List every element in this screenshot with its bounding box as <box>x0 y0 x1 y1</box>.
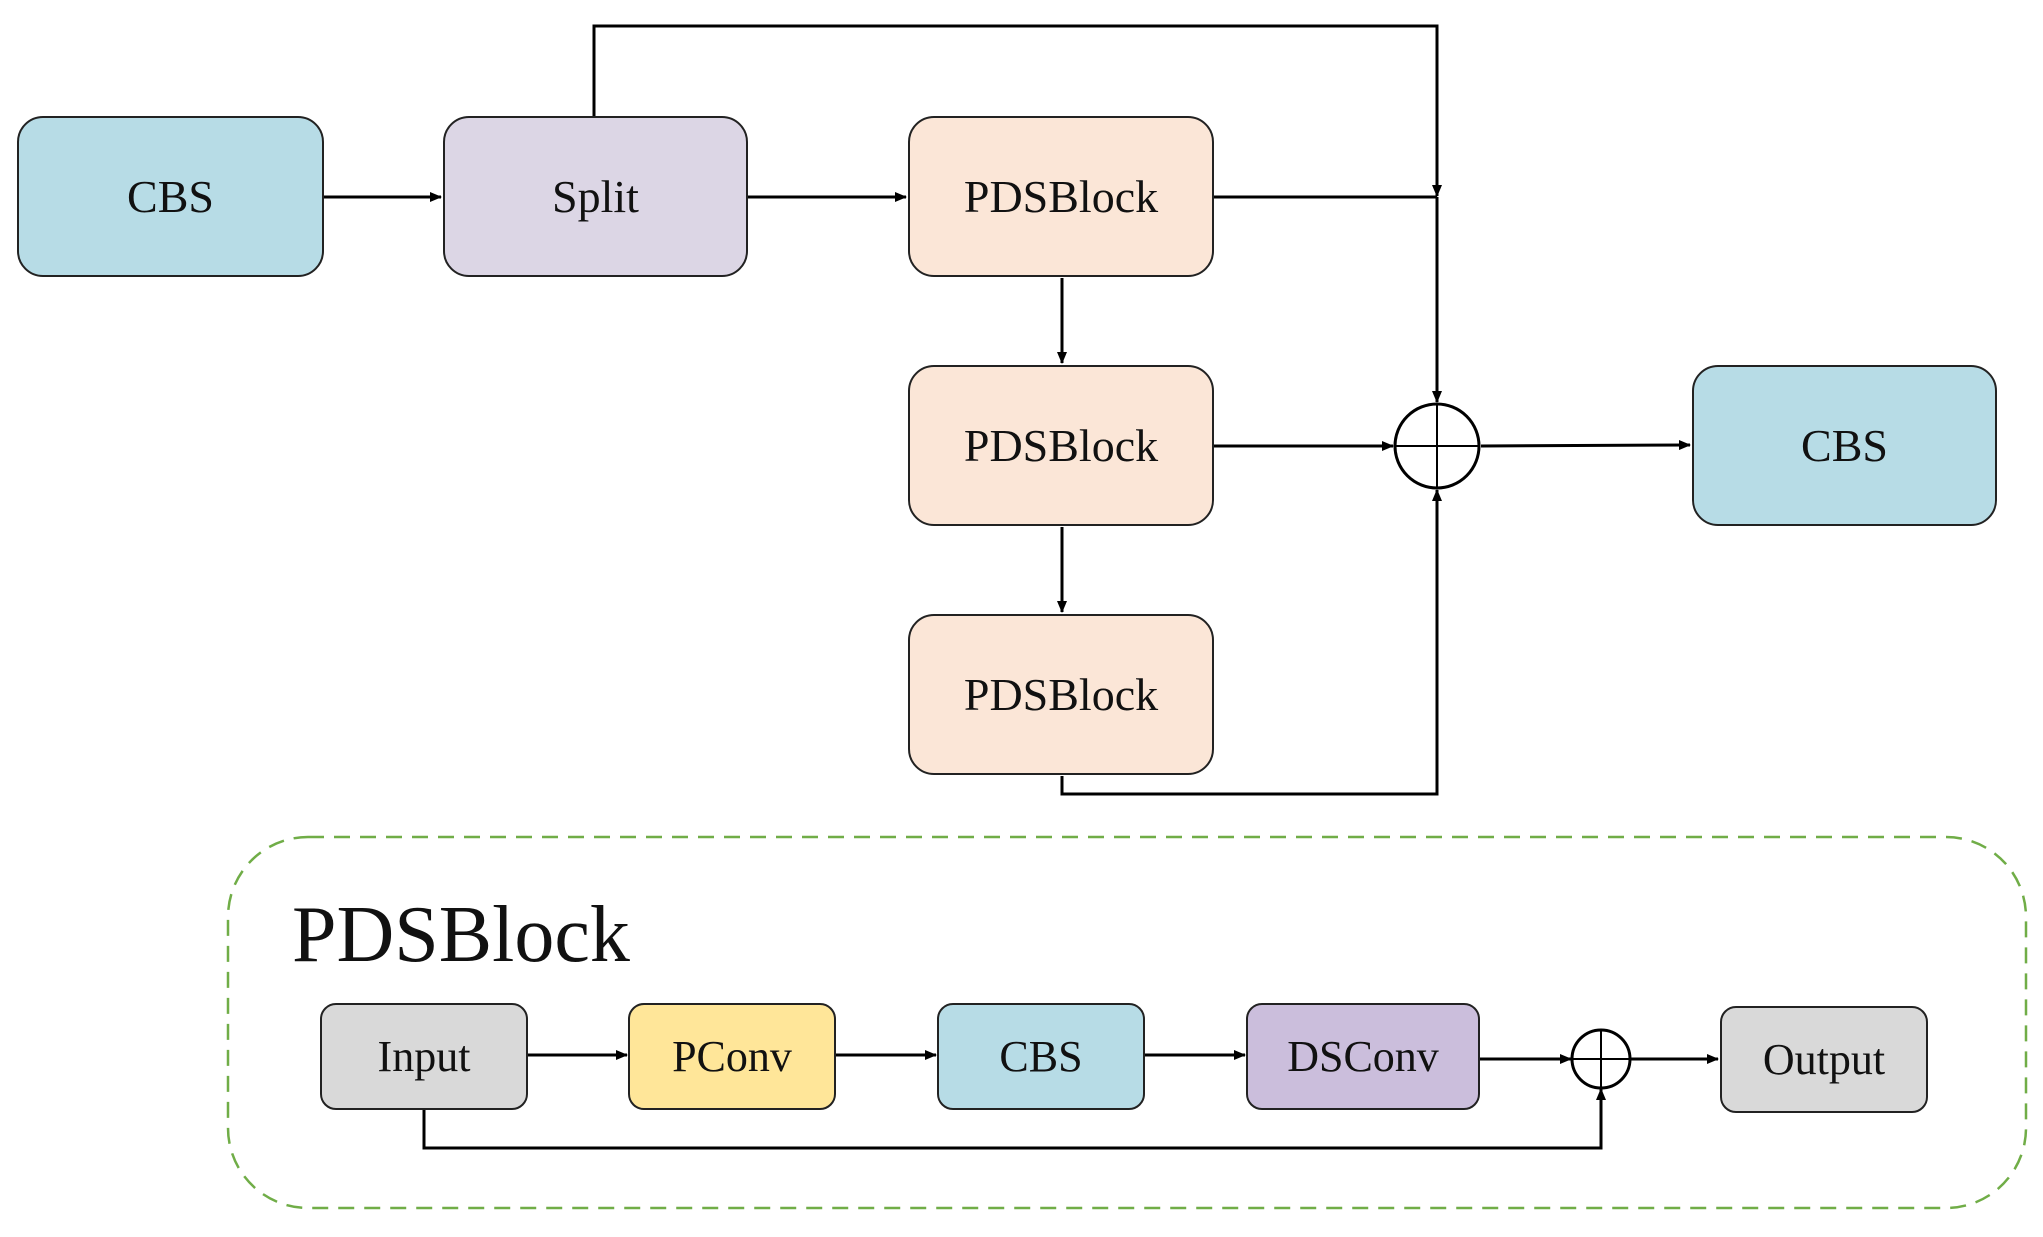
sum-node-detail <box>1570 1028 1632 1090</box>
pdsblock-2: PDSBlock <box>908 365 1214 526</box>
pdsblock-1: PDSBlock <box>908 116 1214 277</box>
pconv-block: PConv <box>628 1003 836 1110</box>
input-block: Input <box>320 1003 528 1110</box>
arrow-sum-to-cbs <box>1480 440 1691 451</box>
pdsblock-detail-border <box>226 835 2028 1210</box>
dsconv-block: DSConv <box>1246 1003 1480 1110</box>
pdsblock-detail-title: PDSBlock <box>292 891 630 979</box>
cbs-input-block: CBS <box>17 116 324 277</box>
pdsblock-3: PDSBlock <box>908 614 1214 775</box>
arrow-split-bypass <box>592 24 1442 197</box>
cbs-output-block: CBS <box>1692 365 1997 526</box>
cbs-detail-block: CBS <box>937 1003 1145 1110</box>
sum-node-main <box>1393 402 1481 490</box>
arrow-pds3-to-sum <box>1060 489 1442 796</box>
split-block: Split <box>443 116 748 277</box>
output-block: Output <box>1720 1006 1928 1113</box>
arrow-input-residual <box>422 1088 1606 1150</box>
